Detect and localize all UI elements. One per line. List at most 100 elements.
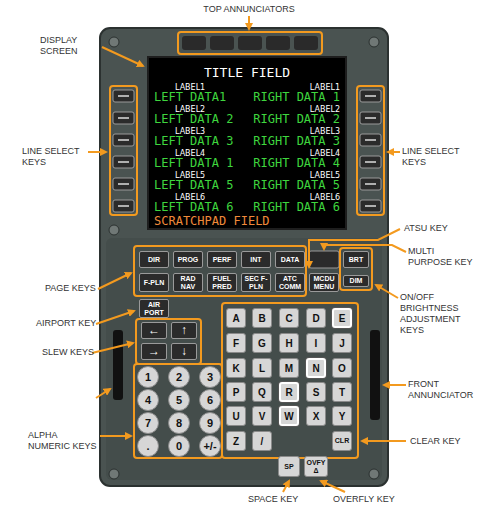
mcdu-key: 1 [137,366,159,388]
mcdu-key: MCDU MENU [309,273,339,292]
key-label: . [146,440,149,452]
callout-label: AIRPORT KEY [36,318,96,329]
mcdu-key: ← [141,322,167,339]
mcdu-key: P [226,382,246,402]
key-label: ATC COMM [278,275,302,291]
key-label: 3 [207,371,213,383]
key-label: MCDU MENU [312,275,336,291]
screen-text: RIGHT DATA 2 [253,113,340,126]
key-label: D [312,313,319,324]
key-label: 1 [145,371,151,383]
mcdu-key: OVFY Δ [304,456,328,477]
mcdu-key: R [279,382,299,402]
key-label: A [232,313,239,324]
mcdu-key: PROG [173,251,203,268]
callout-label: MULTI PURPOSE KEY [408,246,474,268]
callout-label: FRONT ANNUNCIATOR [408,379,478,401]
key-label: V [259,411,266,422]
screen-text: RIGHT DATA 6 [253,201,340,214]
key-label: ↓ [181,345,187,358]
mcdu-key: C [279,308,299,328]
key-label: 2 [176,371,182,383]
key-label: / [261,436,264,447]
screen-text: LEFT DATA 1 [154,157,233,170]
mcdu-key: A [226,308,246,328]
mcdu-key: SP [278,456,300,477]
mcdu-key: O [332,358,352,378]
mcdu-key: BRT [343,251,369,268]
mcdu-key: D [306,308,326,328]
mcdu-key: H [279,333,299,353]
front-annunciator [370,330,380,420]
mcdu-key: T [332,382,352,402]
mcdu-key: 8 [168,412,190,434]
key-label: F-PLN [144,279,165,287]
key-label: H [285,338,292,349]
callout-label: DISPLAY SCREEN [40,35,100,57]
key-label: B [258,313,265,324]
key-label: M [285,363,293,374]
mcdu-key: Z [226,431,246,451]
mcdu-key: B [252,308,272,328]
key-label: +/- [203,440,216,452]
screen-text: LEFT DATA 6 [154,201,233,214]
key-label: DIM [350,277,363,285]
key-label: PERF [213,256,232,264]
mcdu-key: SEC F-PLN [241,273,271,292]
key-label: FUEL PRED [210,275,234,291]
display-screen: TITLE FIELDLABEL1LABEL1LEFT DATA1RIGHT D… [147,56,347,230]
key-label: RAD NAV [176,275,200,291]
mcdu-key: → [141,343,167,360]
mcdu-key: I [306,333,326,353]
key-label: N [312,363,319,374]
key-label: Y [339,411,346,422]
key-label: 4 [145,394,151,406]
callout-label: ALPHA NUMERIC KEYS [28,430,98,452]
annunciator-frame [178,32,322,54]
mcdu-key: L [252,358,272,378]
mcdu-key: Y [332,406,352,426]
mcdu-key: 2 [168,366,190,388]
key-label: C [285,313,292,324]
key-label: 5 [176,394,182,406]
mcdu-key: X [306,406,326,426]
mcdu-key: 0 [168,435,190,457]
mcdu-key: K [226,358,246,378]
mcdu-key: ↓ [171,343,197,360]
screen-text: LEFT DATA 5 [154,179,233,192]
screen-text: TITLE FIELD [149,66,345,80]
key-label: ↑ [181,324,187,337]
mcdu-key: ATC COMM [275,273,305,292]
mcdu-key: PERF [207,251,237,268]
mcdu-key: +/- [199,435,221,457]
key-label: S [313,387,320,398]
keypad-area [106,238,382,480]
key-label: DATA [281,256,299,264]
screen-text: RIGHT DATA 1 [253,91,340,104]
key-label: W [284,411,293,422]
key-label: P [233,387,240,398]
screen-text: LEFT DATA 2 [154,113,233,126]
mcdu-key: 3 [199,366,221,388]
mcdu-key: 4 [137,389,159,411]
callout-label: LINE SELECT KEYS [402,146,468,168]
key-label: SP [284,463,293,471]
mcdu-key: 5 [168,389,190,411]
screen-text: RIGHT DATA 5 [253,179,340,192]
key-label: X [313,411,320,422]
mcdu-key: W [279,406,299,426]
key-label: Z [233,436,239,447]
screen-text: RIGHT DATA 3 [253,135,340,148]
mcdu-key: U [226,406,246,426]
key-label: J [339,338,345,349]
key-label: BRT [349,256,363,264]
mcdu-key: F [226,333,246,353]
key-label: ← [148,324,160,337]
key-label: F [233,338,239,349]
callout-label: PAGE KEYS [45,283,96,294]
mcdu-key: 9 [199,412,221,434]
mcdu-key: DIR [139,251,169,268]
mcdu-key: F-PLN [139,273,169,292]
key-label: AIR PORT [142,301,166,317]
key-label: CLR [335,437,349,445]
